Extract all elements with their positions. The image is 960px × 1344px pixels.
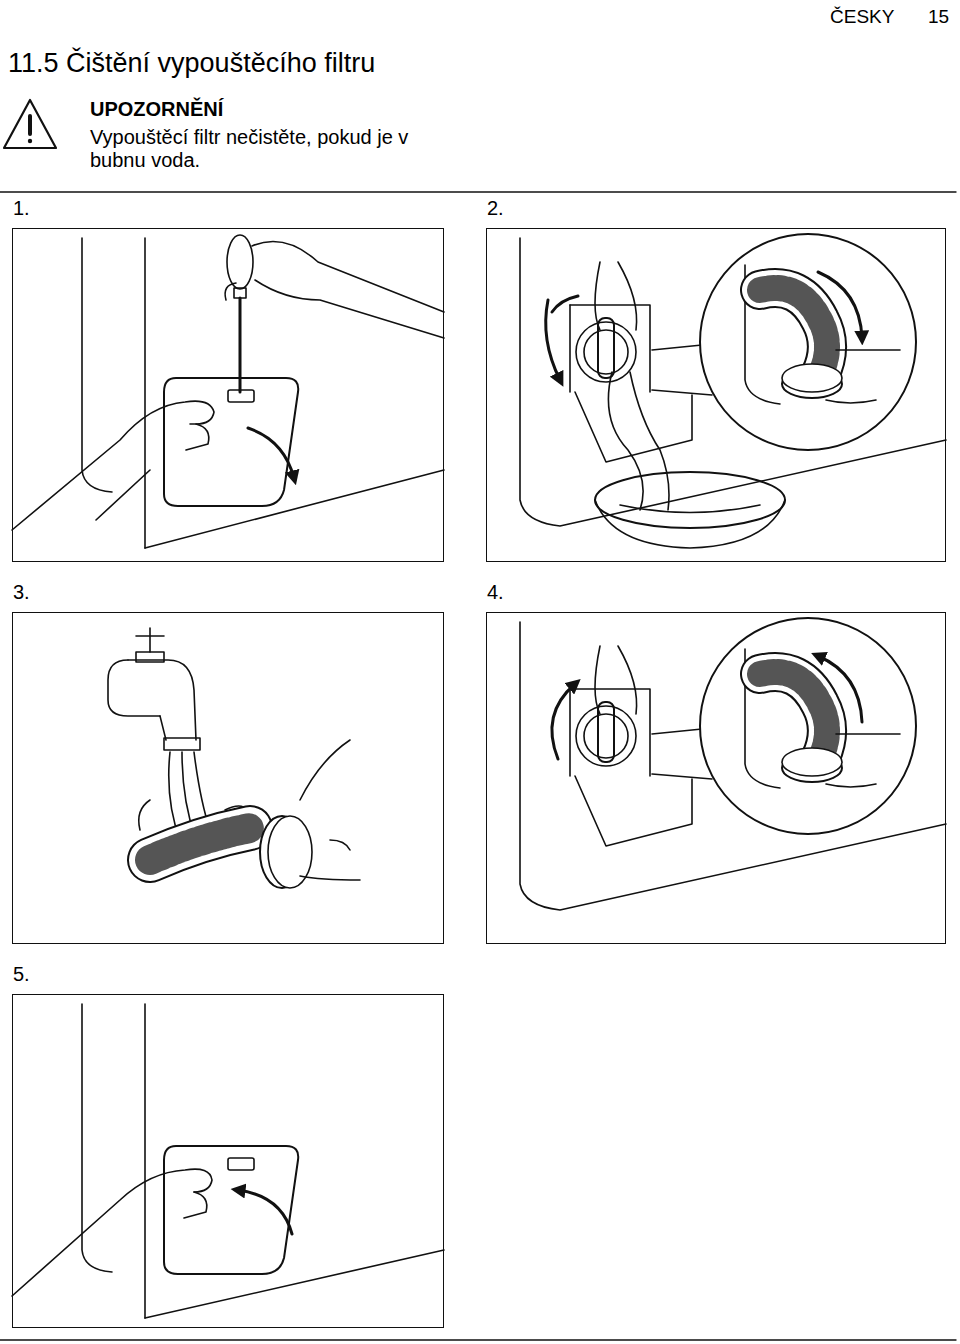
rule bbox=[0, 191, 956, 192]
step-number: 3. bbox=[13, 581, 30, 604]
rule bbox=[0, 1339, 956, 1340]
language-tag: ČESKY bbox=[830, 6, 894, 28]
step-number: 5. bbox=[13, 963, 30, 986]
close-flap-figure bbox=[12, 1004, 444, 1318]
section-title: 11.5 Čištění vypouštěcího filtru bbox=[8, 48, 375, 79]
refit-figure bbox=[520, 618, 946, 910]
step-panel: 5. bbox=[12, 994, 444, 1328]
step-panel: 2. bbox=[486, 228, 946, 562]
warning-heading: UPOZORNĚNÍ bbox=[90, 98, 223, 121]
warning-text: Vypouštěcí filtr nečistěte, pokud je v b… bbox=[90, 126, 440, 172]
step-panel: 4. bbox=[486, 612, 946, 944]
bowl-figure bbox=[595, 372, 785, 548]
step-number: 2. bbox=[487, 197, 504, 220]
warning-icon bbox=[4, 100, 56, 148]
rinse-figure bbox=[108, 628, 360, 888]
open-flap-figure bbox=[12, 235, 444, 548]
step-number: 4. bbox=[487, 581, 504, 604]
drain-figure bbox=[520, 234, 946, 526]
step-panel: 1. bbox=[12, 228, 444, 562]
step-panel: 3. bbox=[12, 612, 444, 944]
page-number: 15 bbox=[928, 6, 949, 28]
step-number: 1. bbox=[13, 197, 30, 220]
